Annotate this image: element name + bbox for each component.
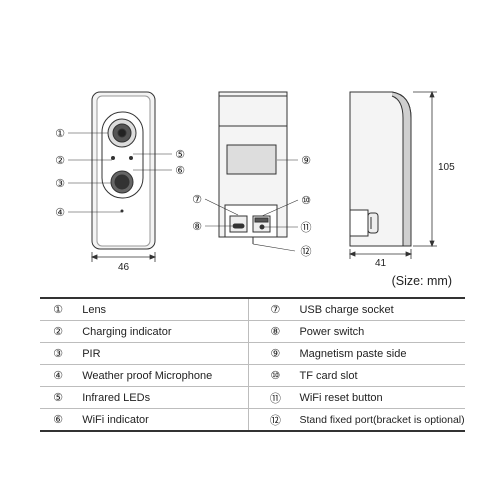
table-row: ④ Weather proof Microphone ⑩ TF card slo… bbox=[40, 364, 465, 387]
legend-number: ③ bbox=[40, 342, 77, 365]
callout-3: ③ bbox=[55, 177, 65, 190]
front-view bbox=[91, 91, 156, 250]
table-row: ① Lens ⑦ USB charge socket bbox=[40, 297, 465, 321]
depth-dimension bbox=[348, 249, 413, 259]
table-row: ⑥ WiFi indicator ⑫ Stand fixed port(brac… bbox=[40, 408, 465, 432]
callout-2: ② bbox=[55, 154, 65, 167]
legend-label: WiFi reset button bbox=[293, 386, 465, 409]
legend-number: ⑥ bbox=[40, 408, 77, 432]
width-label: 46 bbox=[118, 262, 130, 273]
table-row: ② Charging indicator ⑧ Power switch bbox=[40, 320, 465, 343]
legend-number: ④ bbox=[40, 364, 77, 387]
side-view bbox=[349, 91, 412, 247]
legend-number: ⑨ bbox=[257, 342, 294, 365]
callout-4: ④ bbox=[55, 206, 65, 219]
back-view bbox=[218, 91, 288, 244]
height-dimension bbox=[413, 90, 437, 248]
callout-8: ⑧ bbox=[192, 220, 202, 233]
height-label: 105 bbox=[438, 162, 455, 173]
depth-label: 41 bbox=[375, 258, 387, 269]
legend-label: WiFi indicator bbox=[76, 408, 249, 432]
legend-label: Lens bbox=[76, 297, 249, 321]
callout-1: ① bbox=[55, 127, 65, 140]
legend-number: ⑧ bbox=[257, 320, 294, 343]
parts-legend-table: ① Lens ⑦ USB charge socket ② Charging in… bbox=[40, 297, 465, 432]
product-diagram: 46 ① ② ③ ④ ⑤ ⑥ ⑦ ⑧ ⑨ ⑩ ⑪ ⑫ bbox=[55, 90, 455, 273]
legend-number: ⑫ bbox=[257, 408, 294, 432]
callout-11: ⑪ bbox=[301, 221, 312, 234]
legend-label: PIR bbox=[76, 342, 249, 365]
legend-label: Power switch bbox=[293, 320, 465, 343]
legend-number: ⑩ bbox=[257, 364, 294, 387]
callout-5: ⑤ bbox=[175, 148, 185, 161]
table-row: ③ PIR ⑨ Magnetism paste side bbox=[40, 342, 465, 365]
legend-label: Magnetism paste side bbox=[293, 342, 465, 365]
legend-number: ⑪ bbox=[257, 386, 294, 409]
legend-label: Weather proof Microphone bbox=[76, 364, 249, 387]
size-note: (Size: mm) bbox=[391, 274, 452, 288]
legend-label: USB charge socket bbox=[293, 297, 465, 321]
legend-label: Charging indicator bbox=[76, 320, 249, 343]
callout-10: ⑩ bbox=[301, 194, 311, 207]
callout-9: ⑨ bbox=[301, 154, 311, 167]
callout-6: ⑥ bbox=[175, 164, 185, 177]
callout-7: ⑦ bbox=[192, 193, 202, 206]
legend-number: ⑤ bbox=[40, 386, 77, 409]
callout-12: ⑫ bbox=[301, 245, 312, 258]
legend-number: ② bbox=[40, 320, 77, 343]
legend-label: Stand fixed port(bracket is optional) bbox=[293, 408, 465, 432]
width-dimension bbox=[90, 252, 157, 262]
table-row: ⑤ Infrared LEDs ⑪ WiFi reset button bbox=[40, 386, 465, 409]
legend-number: ① bbox=[40, 297, 77, 321]
legend-label: Infrared LEDs bbox=[76, 386, 249, 409]
legend-label: TF card slot bbox=[293, 364, 465, 387]
legend-number: ⑦ bbox=[257, 297, 294, 321]
